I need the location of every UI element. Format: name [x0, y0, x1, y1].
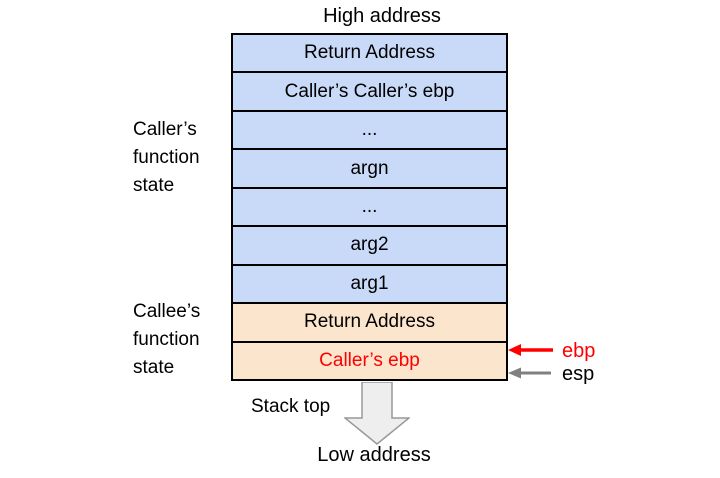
- caller-state-line: function: [133, 147, 200, 168]
- esp-arrow-icon: [508, 367, 551, 379]
- stack-row-return-address: Return Address: [233, 35, 506, 72]
- stack-row-argn: argn: [233, 148, 506, 187]
- callee-state-line: Callee’s: [133, 301, 201, 322]
- callee-state-line: state: [133, 357, 175, 378]
- esp-label: esp: [562, 363, 595, 385]
- stack-row-ellipsis: ...: [233, 109, 506, 149]
- ebp-arrow-icon: [508, 344, 553, 356]
- high-address-label: High address: [323, 5, 441, 27]
- stack-row-callers-callers-ebp: Caller’s Caller’s ebp: [233, 71, 506, 110]
- low-address-label: Low address: [317, 444, 431, 466]
- stack-box: Return Address Caller’s Caller’s ebp ...…: [231, 33, 508, 381]
- stack-row-callers-ebp: Caller’s ebp: [233, 340, 506, 379]
- stack-row-label: arg1: [350, 272, 389, 294]
- stack-row-ellipsis: ...: [233, 186, 506, 226]
- caller-state-line: state: [133, 175, 175, 196]
- stack-row-arg2: arg2: [233, 225, 506, 264]
- ebp-label: ebp: [562, 340, 596, 362]
- stack-row-label: Return Address: [304, 311, 435, 333]
- stack-row-label: arg2: [350, 234, 389, 256]
- stack-growth-arrow-icon: [344, 382, 410, 445]
- stack-top-label: Stack top: [251, 396, 331, 417]
- stack-row-return-address-callee: Return Address: [233, 302, 506, 341]
- stack-row-label: Caller’s Caller’s ebp: [284, 80, 455, 102]
- caller-function-state-label: Caller’s function state: [133, 116, 200, 200]
- callee-function-state-label: Callee’s function state: [133, 298, 200, 382]
- stack-row-label: Caller’s ebp: [319, 349, 420, 371]
- stack-row-label: ...: [361, 195, 378, 217]
- stack-row-arg1: arg1: [233, 263, 506, 303]
- stack-row-label: ...: [361, 119, 378, 141]
- stack-row-label: Return Address: [304, 42, 435, 64]
- stack-row-label: argn: [350, 157, 389, 179]
- callee-state-line: function: [133, 329, 200, 350]
- caller-state-line: Caller’s: [133, 119, 197, 140]
